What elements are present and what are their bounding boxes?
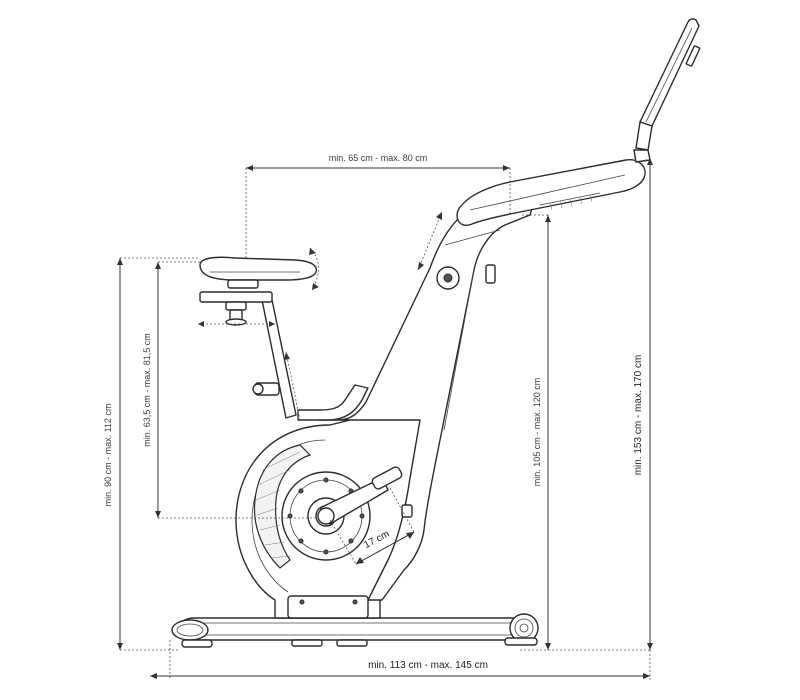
bike-illustration (171, 18, 701, 648)
label-seat-to-crank: min. 63,5 cm - max. 81,5 cm (142, 333, 152, 447)
dim-handlebar-height: min. 105 cm - max. 120 cm (520, 214, 551, 651)
rear-transport-wheel (504, 613, 539, 646)
handlebar (456, 159, 646, 226)
textured-side-panel (253, 444, 312, 569)
base-rail (179, 617, 533, 647)
label-seat-height-total: min. 90 cm - max. 112 cm (103, 404, 113, 507)
dim-seat-setback: min. 65 cm - max. 80 cm (245, 153, 511, 258)
front-foot (171, 619, 213, 648)
adjustment-indicators (198, 211, 443, 421)
crank-arm (317, 466, 403, 525)
label-console-height: min. 153 cm - max. 170 cm (633, 355, 644, 476)
label-base-length: min. 113 cm - max. 145 cm (368, 660, 488, 671)
saddle (199, 256, 318, 289)
dimension-lines: min. 65 cm - max. 80 cm min. 90 cm - max… (103, 153, 653, 680)
console-mount (633, 18, 701, 163)
dim-console-height: min. 153 cm - max. 170 cm (548, 158, 653, 651)
label-handlebar-height: min. 105 cm - max. 120 cm (532, 378, 542, 487)
dim-base-length: min. 113 cm - max. 145 cm (150, 640, 651, 680)
seat-tube (297, 384, 369, 421)
dim-seat-height-total: min. 90 cm - max. 112 cm (103, 257, 200, 651)
seat-post (199, 291, 297, 419)
label-seat-setback: min. 65 cm - max. 80 cm (329, 153, 428, 163)
dim-seat-to-crank: min. 63,5 cm - max. 81,5 cm (142, 261, 316, 519)
main-frame-column (317, 183, 539, 601)
